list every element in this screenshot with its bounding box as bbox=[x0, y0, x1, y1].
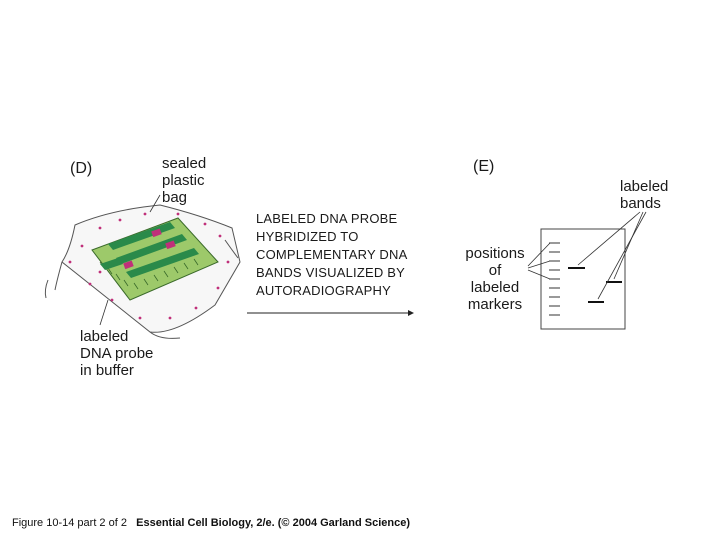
markers-label-line-3: labeled bbox=[470, 279, 520, 296]
bands-leaders bbox=[577, 211, 647, 300]
markers-label-line-2: of bbox=[488, 262, 502, 279]
bag-label-line-1: sealed bbox=[162, 155, 207, 172]
bands-label-line-2: bands bbox=[620, 195, 661, 212]
probe-label-line-2: DNA probe bbox=[80, 345, 154, 362]
bands-label-line-1: labeled bbox=[620, 178, 669, 195]
process-line-2: HYBRIDIZED TO bbox=[256, 229, 359, 244]
probe-leader bbox=[99, 299, 109, 326]
probe-label-line-1: labeled bbox=[80, 328, 129, 345]
bands-label: labeled bands bbox=[620, 178, 668, 212]
markers-label: positions of labeled markers bbox=[455, 245, 535, 313]
figure-caption: Figure 10-14 part 2 of 2 Essential Cell … bbox=[12, 517, 410, 529]
probe-label-line-3: in buffer bbox=[80, 362, 134, 379]
markers-label-line-4: markers bbox=[467, 296, 523, 313]
bag-label-line-3: bag bbox=[162, 189, 188, 206]
probe-label: labeled DNA probe in buffer bbox=[80, 328, 153, 379]
bag-leader bbox=[149, 194, 161, 213]
panel-e-label: (E) bbox=[473, 158, 495, 175]
process-description: LABELED DNA PROBE HYBRIDIZED TO COMPLEME… bbox=[256, 210, 408, 300]
process-line-3: COMPLEMENTARY DNA bbox=[256, 247, 408, 262]
process-line-4: BANDS VISUALIZED BY bbox=[256, 265, 406, 280]
bag-label-line-2: plastic bbox=[162, 172, 205, 189]
bag-label: sealed plastic bag bbox=[162, 155, 206, 206]
autoradiograph-film bbox=[540, 228, 626, 330]
process-line-1: LABELED DNA PROBE bbox=[256, 211, 398, 226]
markers-label-line-1: positions bbox=[465, 245, 525, 262]
panel-d-label: (D) bbox=[70, 160, 93, 177]
hybridized-spots bbox=[123, 228, 176, 270]
figure-source: Essential Cell Biology, 2/e. (© 2004 Gar… bbox=[136, 517, 410, 529]
process-arrow bbox=[247, 310, 414, 316]
figure-number: Figure 10-14 part 2 of 2 bbox=[12, 517, 127, 529]
markers-leaders bbox=[527, 242, 551, 280]
process-line-5: AUTORADIOGRAPHY bbox=[256, 283, 391, 298]
probe-dots bbox=[68, 212, 230, 320]
